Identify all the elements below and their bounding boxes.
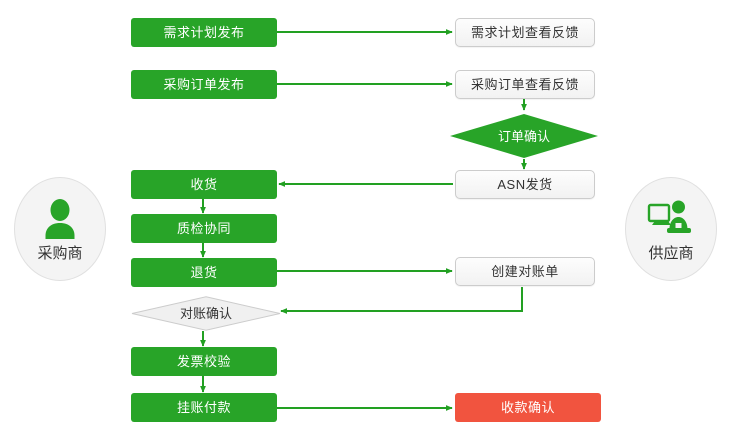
node-label: 发票校验 xyxy=(176,354,231,369)
actor-buyer[interactable]: 采购商 xyxy=(14,177,106,281)
node-po-feedback[interactable]: 采购订单查看反馈 xyxy=(455,70,595,99)
node-label: 对账确认 xyxy=(179,306,232,321)
actor-supplier[interactable]: 供应商 xyxy=(625,177,717,281)
node-label: ASN发货 xyxy=(497,177,553,192)
edge-statement-to-confirm xyxy=(280,287,523,314)
node-label: 收货 xyxy=(190,177,218,192)
actor-buyer-label: 采购商 xyxy=(37,244,83,262)
node-label: 退货 xyxy=(190,265,218,280)
node-label: 挂账付款 xyxy=(176,400,231,415)
node-payable-payment[interactable]: 挂账付款 xyxy=(131,393,277,422)
node-po-publish[interactable]: 采购订单发布 xyxy=(131,70,277,99)
node-label: 收款确认 xyxy=(500,400,555,415)
node-create-statement[interactable]: 创建对账单 xyxy=(455,257,595,286)
node-return-goods[interactable]: 退货 xyxy=(131,258,277,287)
person-icon xyxy=(45,198,75,239)
node-demand-plan-publish[interactable]: 需求计划发布 xyxy=(131,18,277,47)
node-label: 采购订单查看反馈 xyxy=(470,77,579,92)
diamond-shape-gray xyxy=(131,296,281,331)
node-goods-receipt[interactable]: 收货 xyxy=(131,170,277,199)
node-invoice-verify[interactable]: 发票校验 xyxy=(131,347,277,376)
node-statement-confirm[interactable]: 对账确认 xyxy=(131,296,281,331)
node-label: 订单确认 xyxy=(497,128,550,144)
node-label: 采购订单发布 xyxy=(163,77,245,92)
node-payment-confirm[interactable]: 收款确认 xyxy=(455,393,601,422)
node-demand-plan-feedback[interactable]: 需求计划查看反馈 xyxy=(455,18,595,47)
node-order-confirm[interactable]: 订单确认 xyxy=(450,114,598,158)
node-asn-ship[interactable]: ASN发货 xyxy=(455,170,595,199)
diamond-shape-green xyxy=(450,114,598,158)
node-label: 质检协同 xyxy=(176,221,231,236)
actor-supplier-label: 供应商 xyxy=(648,244,694,262)
person-computer-icon xyxy=(647,200,691,233)
node-label: 创建对账单 xyxy=(491,264,559,279)
node-label: 需求计划发布 xyxy=(163,25,245,40)
node-quality-collaboration[interactable]: 质检协同 xyxy=(131,214,277,243)
node-label: 需求计划查看反馈 xyxy=(470,25,579,40)
